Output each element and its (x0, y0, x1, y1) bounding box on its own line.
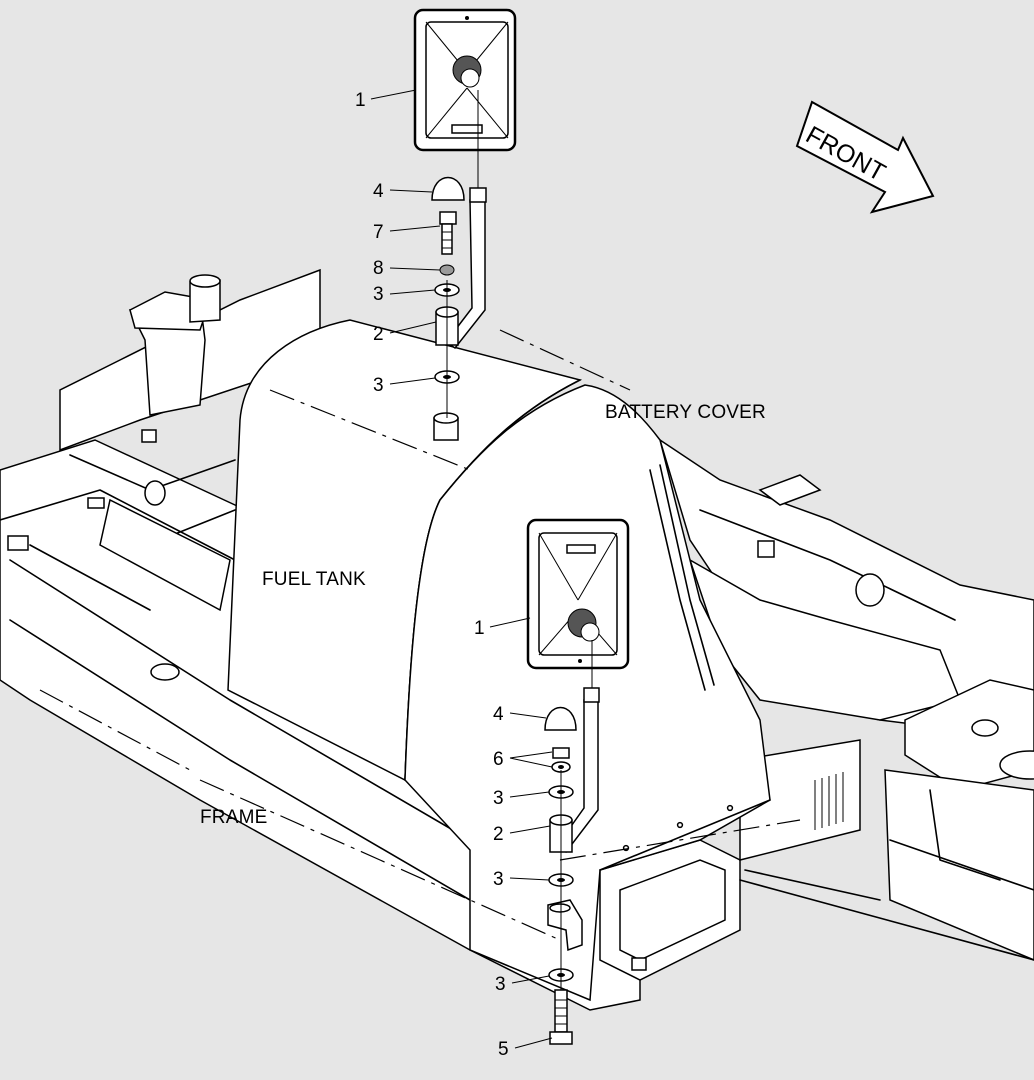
battery-cover-label: BATTERY COVER (605, 402, 766, 423)
mirror-assembly-upper (413, 8, 517, 441)
callout-lower-nut: 6 (493, 749, 504, 770)
stay-cap-upper (431, 176, 465, 201)
callout-lower-washer-a: 3 (493, 788, 504, 809)
callout-upper-washer-a: 3 (373, 284, 384, 305)
mount-boss-upper (433, 412, 459, 441)
callout-lower-washer-c: 3 (495, 974, 506, 995)
callout-lower-stay-cap: 4 (493, 704, 504, 725)
callout-upper-stay-cap: 4 (373, 181, 384, 202)
callout-upper-bolt: 7 (373, 222, 384, 243)
mirror-stay-upper (444, 90, 487, 350)
bolt-lower (549, 989, 573, 1045)
stay-cap-lower (544, 706, 577, 731)
lock-washer-upper (439, 264, 455, 276)
mirror-head-upper (413, 8, 517, 152)
center-lines (39, 329, 801, 941)
callout-lower-bracket: 2 (493, 824, 504, 845)
callout-lower-bolt: 5 (498, 1039, 509, 1060)
callout-lower-mirror: 1 (474, 618, 485, 639)
fuel-tank-label: FUEL TANK (262, 569, 366, 590)
mirror-assembly-lower (526, 518, 630, 1045)
callouts-upper: 1 4 7 8 3 2 3 (355, 89, 441, 396)
callout-upper-lock-washer: 8 (373, 258, 384, 279)
front-direction-arrow: FRONT (795, 100, 935, 214)
mount-boss-lower (547, 899, 583, 952)
callout-upper-mirror: 1 (355, 90, 366, 111)
bolt-upper (439, 211, 457, 255)
callout-upper-bracket: 2 (373, 324, 384, 345)
callout-upper-washer-b: 3 (373, 375, 384, 396)
callout-lower-washer-b: 3 (493, 869, 504, 890)
mirror-head-lower (526, 518, 630, 670)
frame-label: FRAME (200, 807, 268, 828)
callouts-lower: 1 4 6 3 2 3 3 5 (474, 617, 553, 1060)
